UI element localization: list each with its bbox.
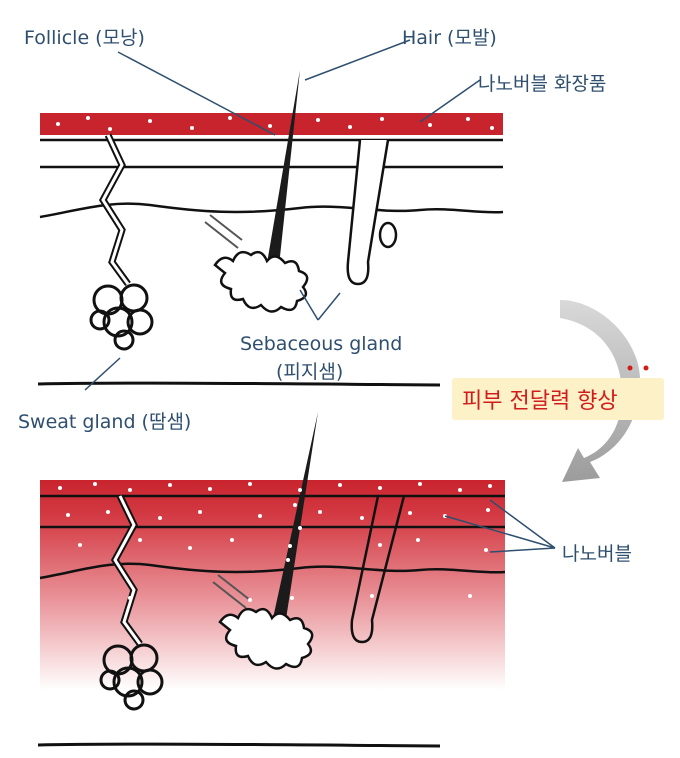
label-hair: Hair (모발) [402, 27, 497, 49]
top-surface-layer [40, 113, 503, 135]
label-follicle: Follicle (모낭) [24, 27, 145, 49]
improve-badge-text: 피부 전달력 향상 [462, 389, 618, 414]
transition-arrow [560, 300, 640, 482]
bottom-leader-lines [444, 499, 556, 553]
label-nano-cosmetic: 나노버블 화장품 [478, 73, 606, 95]
bottom-nanobubble-dots [58, 482, 492, 602]
bottom-sweat-gland-coil [99, 643, 164, 711]
label-sebaceous-line2: (피지샘) [276, 361, 343, 383]
badge-dot-right [643, 365, 649, 371]
top-surface-dots [56, 116, 494, 131]
improve-badge [452, 378, 664, 420]
badge-dot-left [627, 365, 633, 371]
top-hair [265, 70, 300, 275]
top-sweat-gland-coil [89, 283, 154, 351]
label-sweat-gland: Sweat gland (땀샘) [18, 411, 191, 433]
label-sebaceous-line1: Sebaceous gland [240, 333, 402, 355]
top-skin-panel [37, 70, 504, 387]
bottom-hair [270, 412, 318, 632]
top-leader-lines [84, 39, 481, 391]
bottom-skin-panel [37, 412, 506, 748]
label-nanobubble: 나노버블 [562, 543, 632, 565]
